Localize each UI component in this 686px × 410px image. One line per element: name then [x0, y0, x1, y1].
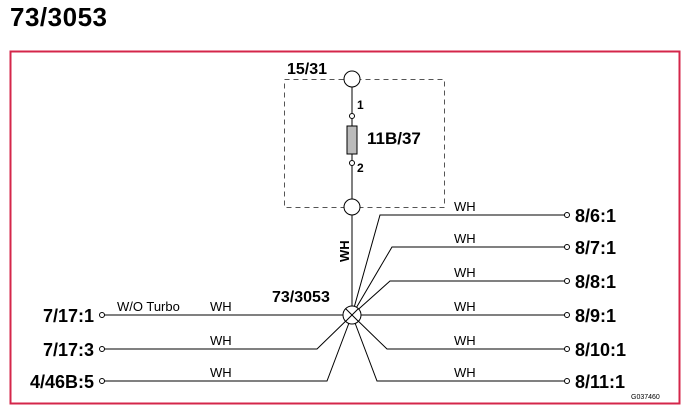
connector-label-left: 7/17:3 — [43, 340, 94, 360]
fuse-symbol — [346, 125, 358, 155]
connector-terminal — [564, 244, 570, 250]
vertical-wire-color-label: WH — [337, 240, 352, 262]
fuse-pin-1-label: 1 — [357, 98, 364, 112]
connector-label-right: 8/6:1 — [575, 206, 616, 226]
connector-label-right: 8/11:1 — [575, 372, 625, 392]
connector-terminal — [99, 346, 105, 352]
connector-label-right: 8/7:1 — [575, 238, 616, 258]
fuse-pin-2 — [349, 160, 355, 166]
connector-terminal — [99, 312, 105, 318]
wire-right-5 — [351, 314, 565, 350]
wire-right-2 — [351, 246, 565, 316]
connector-label-right: 8/10:1 — [575, 340, 626, 360]
top-node-terminal — [343, 70, 361, 88]
splice-cross — [345, 308, 359, 322]
connector-label-right: 8/8:1 — [575, 272, 616, 292]
connector-label-left: 7/17:1 — [43, 306, 94, 326]
wire-left-3 — [104, 314, 353, 382]
wire-right-6 — [351, 314, 565, 382]
connector-terminal — [564, 312, 570, 318]
connector-label-left: 4/46B:5 — [30, 372, 94, 392]
wire-right-3 — [351, 280, 565, 316]
wire-color-label: WH — [210, 299, 232, 314]
wire-color-label: WH — [210, 333, 232, 348]
connector-terminal — [564, 278, 570, 284]
page-title: 73/3053 — [10, 2, 108, 32]
wire-color-label: WH — [210, 365, 232, 380]
wire-color-label: WH — [454, 299, 476, 314]
top-node-label: 15/31 — [287, 61, 327, 78]
connector-terminal — [99, 378, 105, 384]
splice-label: 73/3053 — [272, 289, 330, 306]
wire-color-label: WH — [454, 265, 476, 280]
connector-terminal — [564, 378, 570, 384]
connector-label-right: 8/9:1 — [575, 306, 616, 326]
wire-color-label: WH — [454, 231, 476, 246]
wire-note-label: W/O Turbo — [117, 299, 180, 314]
wire-left-2 — [104, 314, 353, 350]
wire-right-1 — [351, 214, 565, 316]
fuse-label: 11B/37 — [367, 129, 421, 148]
figure-code: G037460 — [631, 394, 660, 401]
diagram-frame — [9, 50, 681, 405]
fuse-pin-2-label: 2 — [357, 161, 364, 175]
connector-terminal — [564, 212, 570, 218]
fuse-pin-1 — [349, 113, 355, 119]
connector-terminal — [564, 346, 570, 352]
wire-color-label: WH — [454, 365, 476, 380]
wire-color-label: WH — [454, 333, 476, 348]
wire-color-label: WH — [454, 199, 476, 214]
fuse-output-terminal — [343, 198, 361, 216]
